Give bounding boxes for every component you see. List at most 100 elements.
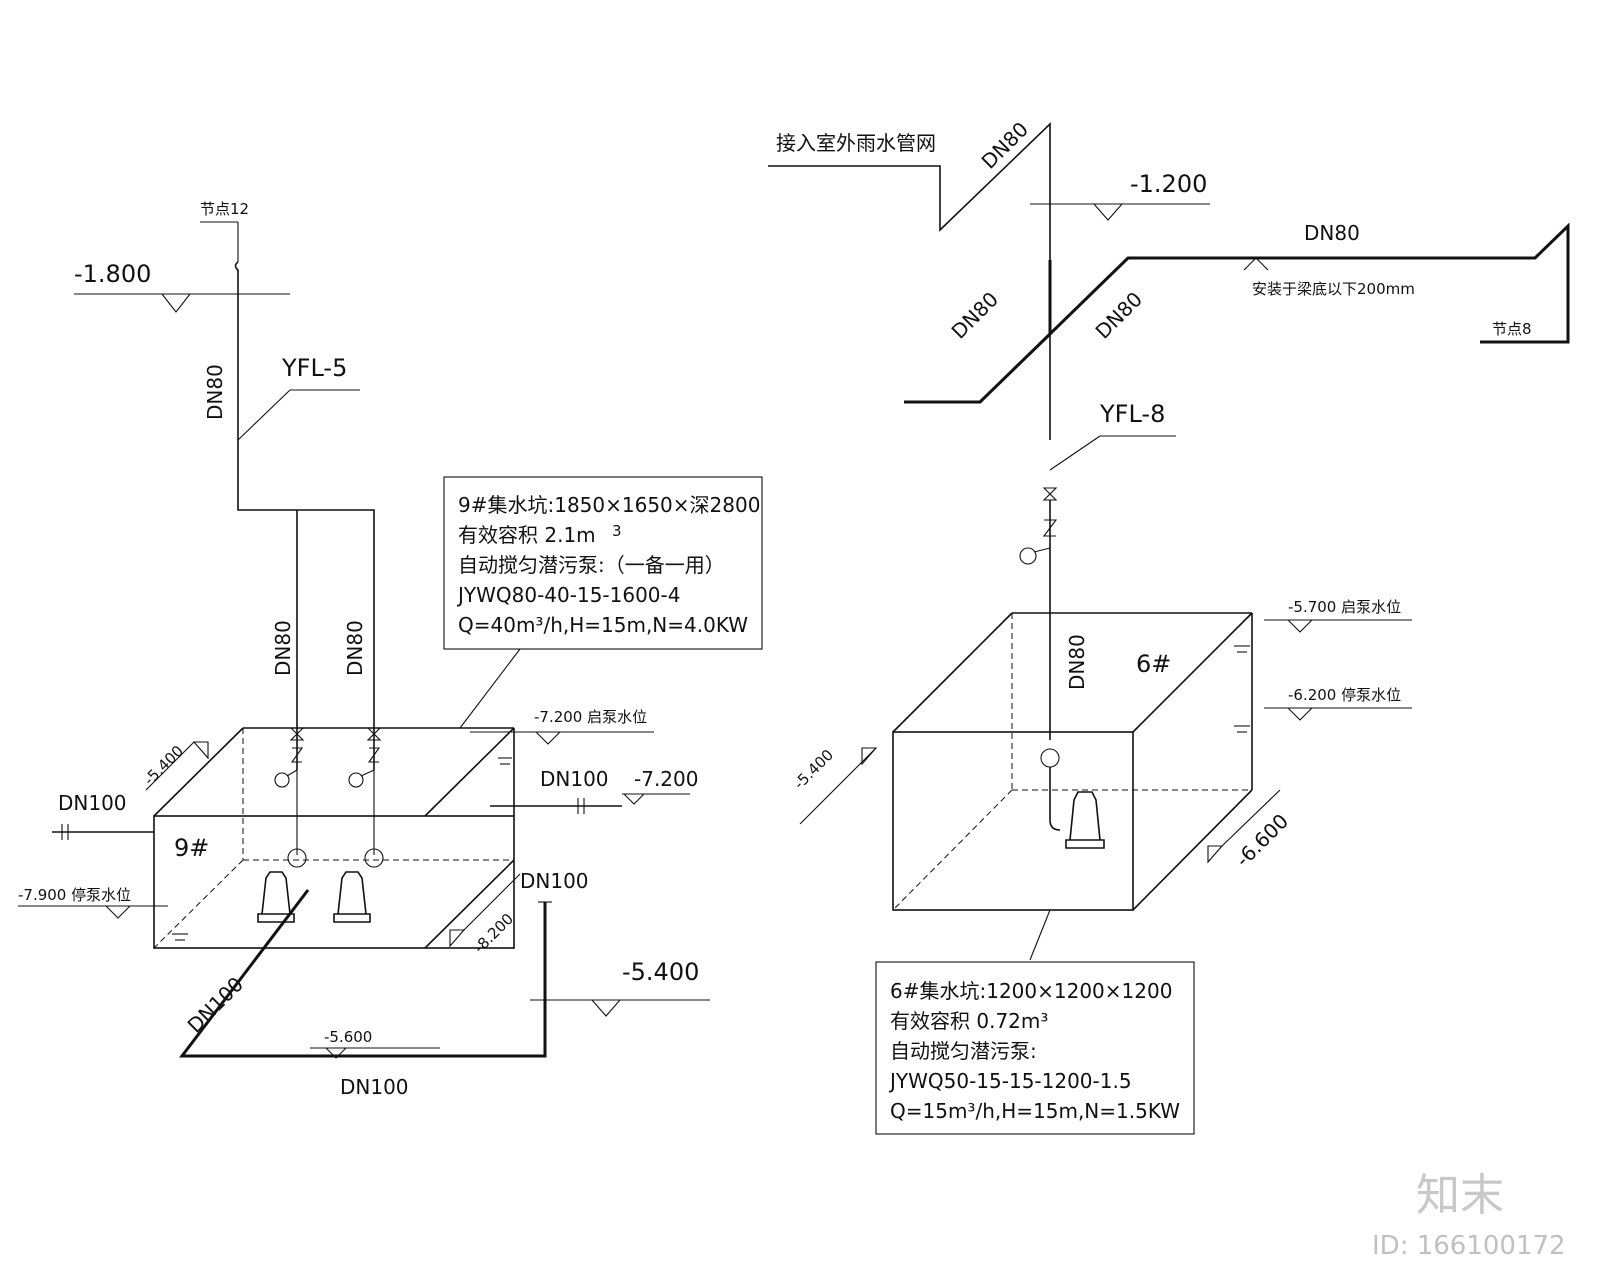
pit-edge (424, 859, 515, 949)
right-outfall-pipe (768, 122, 1051, 440)
left-drain-dn-top: DN100 (520, 869, 589, 893)
pressure-gauge-icon (274, 772, 290, 788)
left-riser-pipe (234, 261, 375, 770)
pit-edge (892, 612, 1013, 733)
pit-front-face (153, 815, 515, 949)
left-node-label: 节点12 (200, 200, 249, 218)
pump-connection-icon (1040, 748, 1060, 768)
left-pit-tag: 9# (174, 834, 209, 862)
right-elev-start: -5.700 启泵水位 (1288, 598, 1401, 616)
note-line-2: 有效容积 0.72m³ (890, 1009, 1048, 1033)
note-line-4: JYWQ80-40-15-1600-4 (456, 583, 680, 607)
pit-hidden-edge (892, 789, 1013, 911)
right-dn-diag-2: DN80 (1091, 287, 1147, 343)
pit-edge (153, 727, 244, 817)
note-line-1: 6#集水坑:1200×1200×1200 (890, 979, 1172, 1003)
elev-mark (449, 929, 466, 948)
right-elev-pit-top: -5.400 (790, 746, 837, 793)
right-system: 接入室外雨水管网 DN80 -1.200 DN80 安装于梁底以下200mm 节… (768, 117, 1570, 1135)
left-elev-start: -7.200 启泵水位 (534, 708, 647, 726)
pit-edge (1132, 789, 1253, 911)
right-dn-diag-1: DN80 (947, 287, 1003, 343)
note-line-3: 自动搅匀潜污泵: (890, 1039, 1037, 1063)
gauge-pipe (286, 769, 298, 777)
drain-elev-mark (591, 999, 621, 1017)
right-pit-6: 6# (892, 612, 1253, 911)
left-branch-dn-2: DN80 (343, 620, 367, 676)
elev-leader (145, 741, 195, 791)
note-line-5: Q=15m³/h,H=15m,N=1.5KW (890, 1099, 1180, 1123)
left-branch-dn-1: DN80 (271, 620, 295, 676)
elev-mark (1207, 845, 1224, 864)
elev-leader (1221, 789, 1281, 847)
right-node-label: 节点8 (1492, 320, 1532, 338)
elev-start-mark (535, 731, 561, 745)
right-dn-horizontal: DN80 (1304, 221, 1360, 245)
submersible-pump-icon (1065, 791, 1105, 849)
right-dn-top: DN80 (977, 117, 1033, 173)
left-system: 节点12 -1.800 YFL-5 DN80 DN80 DN80 (18, 200, 763, 1099)
elev-leader (463, 873, 521, 931)
watermark-logo: 知末 (1416, 1170, 1504, 1221)
elev-leader (799, 747, 877, 825)
drain-low-mark (325, 1047, 347, 1059)
right-elev-top-mark (1093, 203, 1123, 221)
right-pipe-label: YFL-8 (1099, 400, 1165, 428)
left-pit-9: 9# (153, 727, 515, 949)
right-riser-dn: DN80 (1065, 634, 1089, 690)
left-riser-dn: DN80 (203, 364, 227, 420)
pump-connection-icon (364, 848, 384, 868)
left-elev-top-mark (161, 293, 191, 313)
gate-valve-icon (1042, 487, 1058, 501)
note-line-3: 自动搅匀潜污泵:（一备一用） (458, 553, 725, 577)
left-spec-note: 9#集水坑:1850×1650×深2800 有效容积 2.1m 3 自动搅匀潜污… (443, 476, 763, 729)
right-elev-start-mark (1287, 619, 1313, 633)
pit-edge (1132, 612, 1253, 733)
elev-stop-mark (105, 905, 131, 919)
gauge-pipe (360, 769, 375, 777)
note-line-4: JYWQ50-15-15-1200-1.5 (888, 1069, 1132, 1093)
right-elev-stop: -6.200 停泵水位 (1288, 686, 1401, 704)
right-outfall-label: 接入室外雨水管网 (776, 131, 936, 155)
right-elev-stop-mark (1287, 707, 1313, 721)
elev-mark (192, 741, 209, 760)
drain-pipe (178, 889, 547, 1058)
right-elev-top: -1.200 (1130, 170, 1207, 198)
right-install-note: 安装于梁底以下200mm (1252, 280, 1415, 298)
note-frame (875, 961, 1195, 1135)
left-elev-top-text: -1.800 (74, 260, 151, 288)
right-collector-pipe (904, 222, 1570, 404)
right-elev-pit-bottom: -6.600 (1231, 809, 1294, 872)
left-drain-dn-diag: DN100 (183, 972, 248, 1037)
left-pipe-label: YFL-5 (281, 354, 347, 382)
left-elev-stop: -7.900 停泵水位 (18, 886, 131, 904)
left-branch-valves (274, 727, 384, 868)
outlet-elev-mark (623, 793, 645, 805)
note-leader (1029, 909, 1051, 961)
left-drain-elev-low: -5.600 (324, 1028, 372, 1046)
left-elev-pit-top: -5.400 (140, 742, 187, 789)
right-pit-tag: 6# (1136, 650, 1171, 678)
note-line-5: Q=40m³/h,H=15m,N=4.0KW (458, 613, 748, 637)
right-pipe-leader (1049, 435, 1101, 471)
left-outlet-dn: DN100 (540, 767, 609, 791)
note-leader (459, 648, 521, 729)
watermark-id: ID: 166100172 (1372, 1231, 1566, 1261)
left-outlet-elev: -7.200 (634, 767, 698, 791)
gauge-pipe (1033, 547, 1051, 553)
pressure-gauge-icon (1019, 547, 1037, 565)
pit-front-face (892, 731, 1134, 911)
note-frame (443, 476, 763, 650)
pump-connection-icon (287, 848, 307, 868)
pressure-gauge-icon (348, 772, 364, 788)
left-inlet-dn: DN100 (58, 791, 127, 815)
left-drain-elev: -5.400 (622, 958, 699, 986)
pump-discharge (1049, 767, 1061, 831)
check-valve-icon (290, 747, 304, 763)
right-spec-note: 6#集水坑:1200×1200×1200 有效容积 0.72m³ 自动搅匀潜污泵… (875, 909, 1195, 1135)
left-drain-dn-bottom: DN100 (340, 1075, 409, 1099)
pit-edge (424, 727, 515, 817)
note-line-2-sup: 3 (612, 522, 622, 540)
left-pipe-leader (237, 389, 291, 441)
